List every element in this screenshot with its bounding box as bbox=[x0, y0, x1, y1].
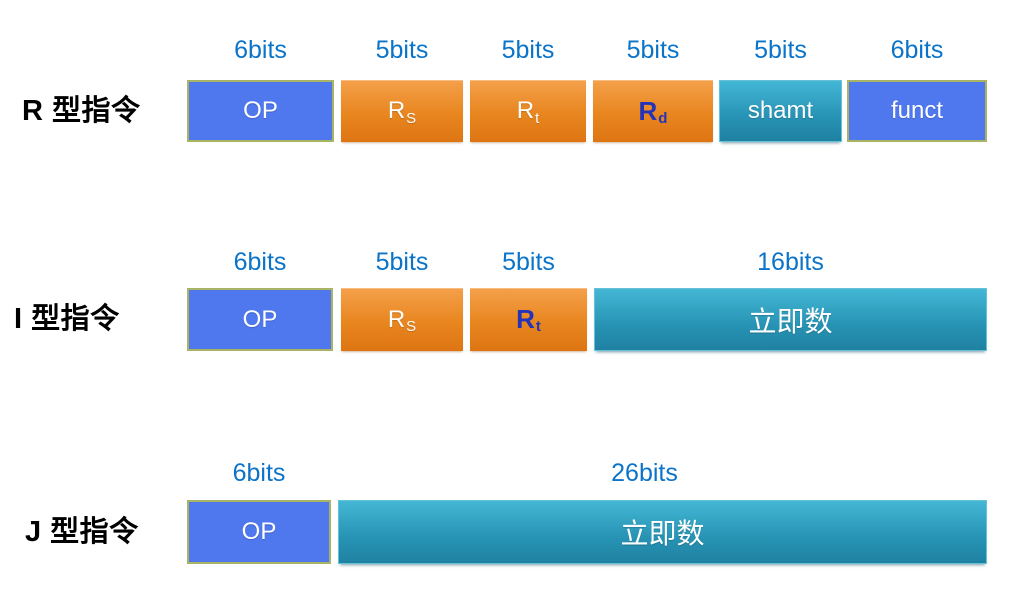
field-label: funct bbox=[890, 97, 944, 124]
bits-label-rt: 5bits bbox=[502, 248, 555, 276]
bits-label-rs: 5bits bbox=[375, 248, 429, 276]
field-box-op: OP bbox=[187, 288, 333, 351]
bits-label-rs: 5bits bbox=[375, 36, 429, 64]
bits-label-op: 6bits bbox=[232, 459, 286, 487]
field-subscript: S bbox=[406, 318, 417, 335]
field-label: 立即数 bbox=[748, 305, 833, 337]
field-box-op: OP bbox=[187, 500, 331, 564]
field-subscript: t bbox=[535, 318, 541, 335]
field-label-highlighted: R bbox=[638, 95, 658, 126]
field-subscript: t bbox=[535, 109, 540, 127]
field-label: 立即数 bbox=[620, 518, 705, 549]
bits-label-shamt: 5bits bbox=[754, 36, 807, 64]
field-box-immediate: 立即数 bbox=[594, 288, 987, 351]
bits-label-op: 6bits bbox=[233, 248, 287, 276]
field-label-highlighted: R bbox=[516, 304, 535, 334]
field-label: R bbox=[387, 305, 406, 333]
bits-label-immediate: 26bits bbox=[611, 459, 678, 487]
field-box-immediate: 立即数 bbox=[338, 500, 987, 564]
field-label: OP bbox=[243, 97, 278, 124]
field-box-op: OP bbox=[187, 80, 334, 142]
bits-label-op: 6bits bbox=[234, 36, 287, 64]
bits-label-rd: 5bits bbox=[626, 36, 680, 64]
row-label-i-type: I 型指令 bbox=[14, 303, 120, 335]
field-label: shamt bbox=[747, 97, 814, 124]
field-label: R bbox=[516, 97, 535, 124]
field-box-shamt: shamt bbox=[719, 80, 842, 142]
field-subscript: S bbox=[406, 109, 417, 127]
field-label: OP bbox=[241, 518, 277, 545]
row-label-j-type: J 型指令 bbox=[25, 516, 139, 548]
field-box-funct: funct bbox=[847, 80, 987, 142]
bits-label-funct: 6bits bbox=[890, 36, 944, 64]
row-label-r-type: R 型指令 bbox=[22, 95, 141, 127]
field-label: OP bbox=[242, 305, 278, 333]
bits-label-immediate: 16bits bbox=[757, 248, 824, 276]
field-label: R bbox=[387, 97, 406, 124]
field-subscript: d bbox=[658, 109, 668, 127]
bits-label-rt: 5bits bbox=[501, 36, 555, 64]
